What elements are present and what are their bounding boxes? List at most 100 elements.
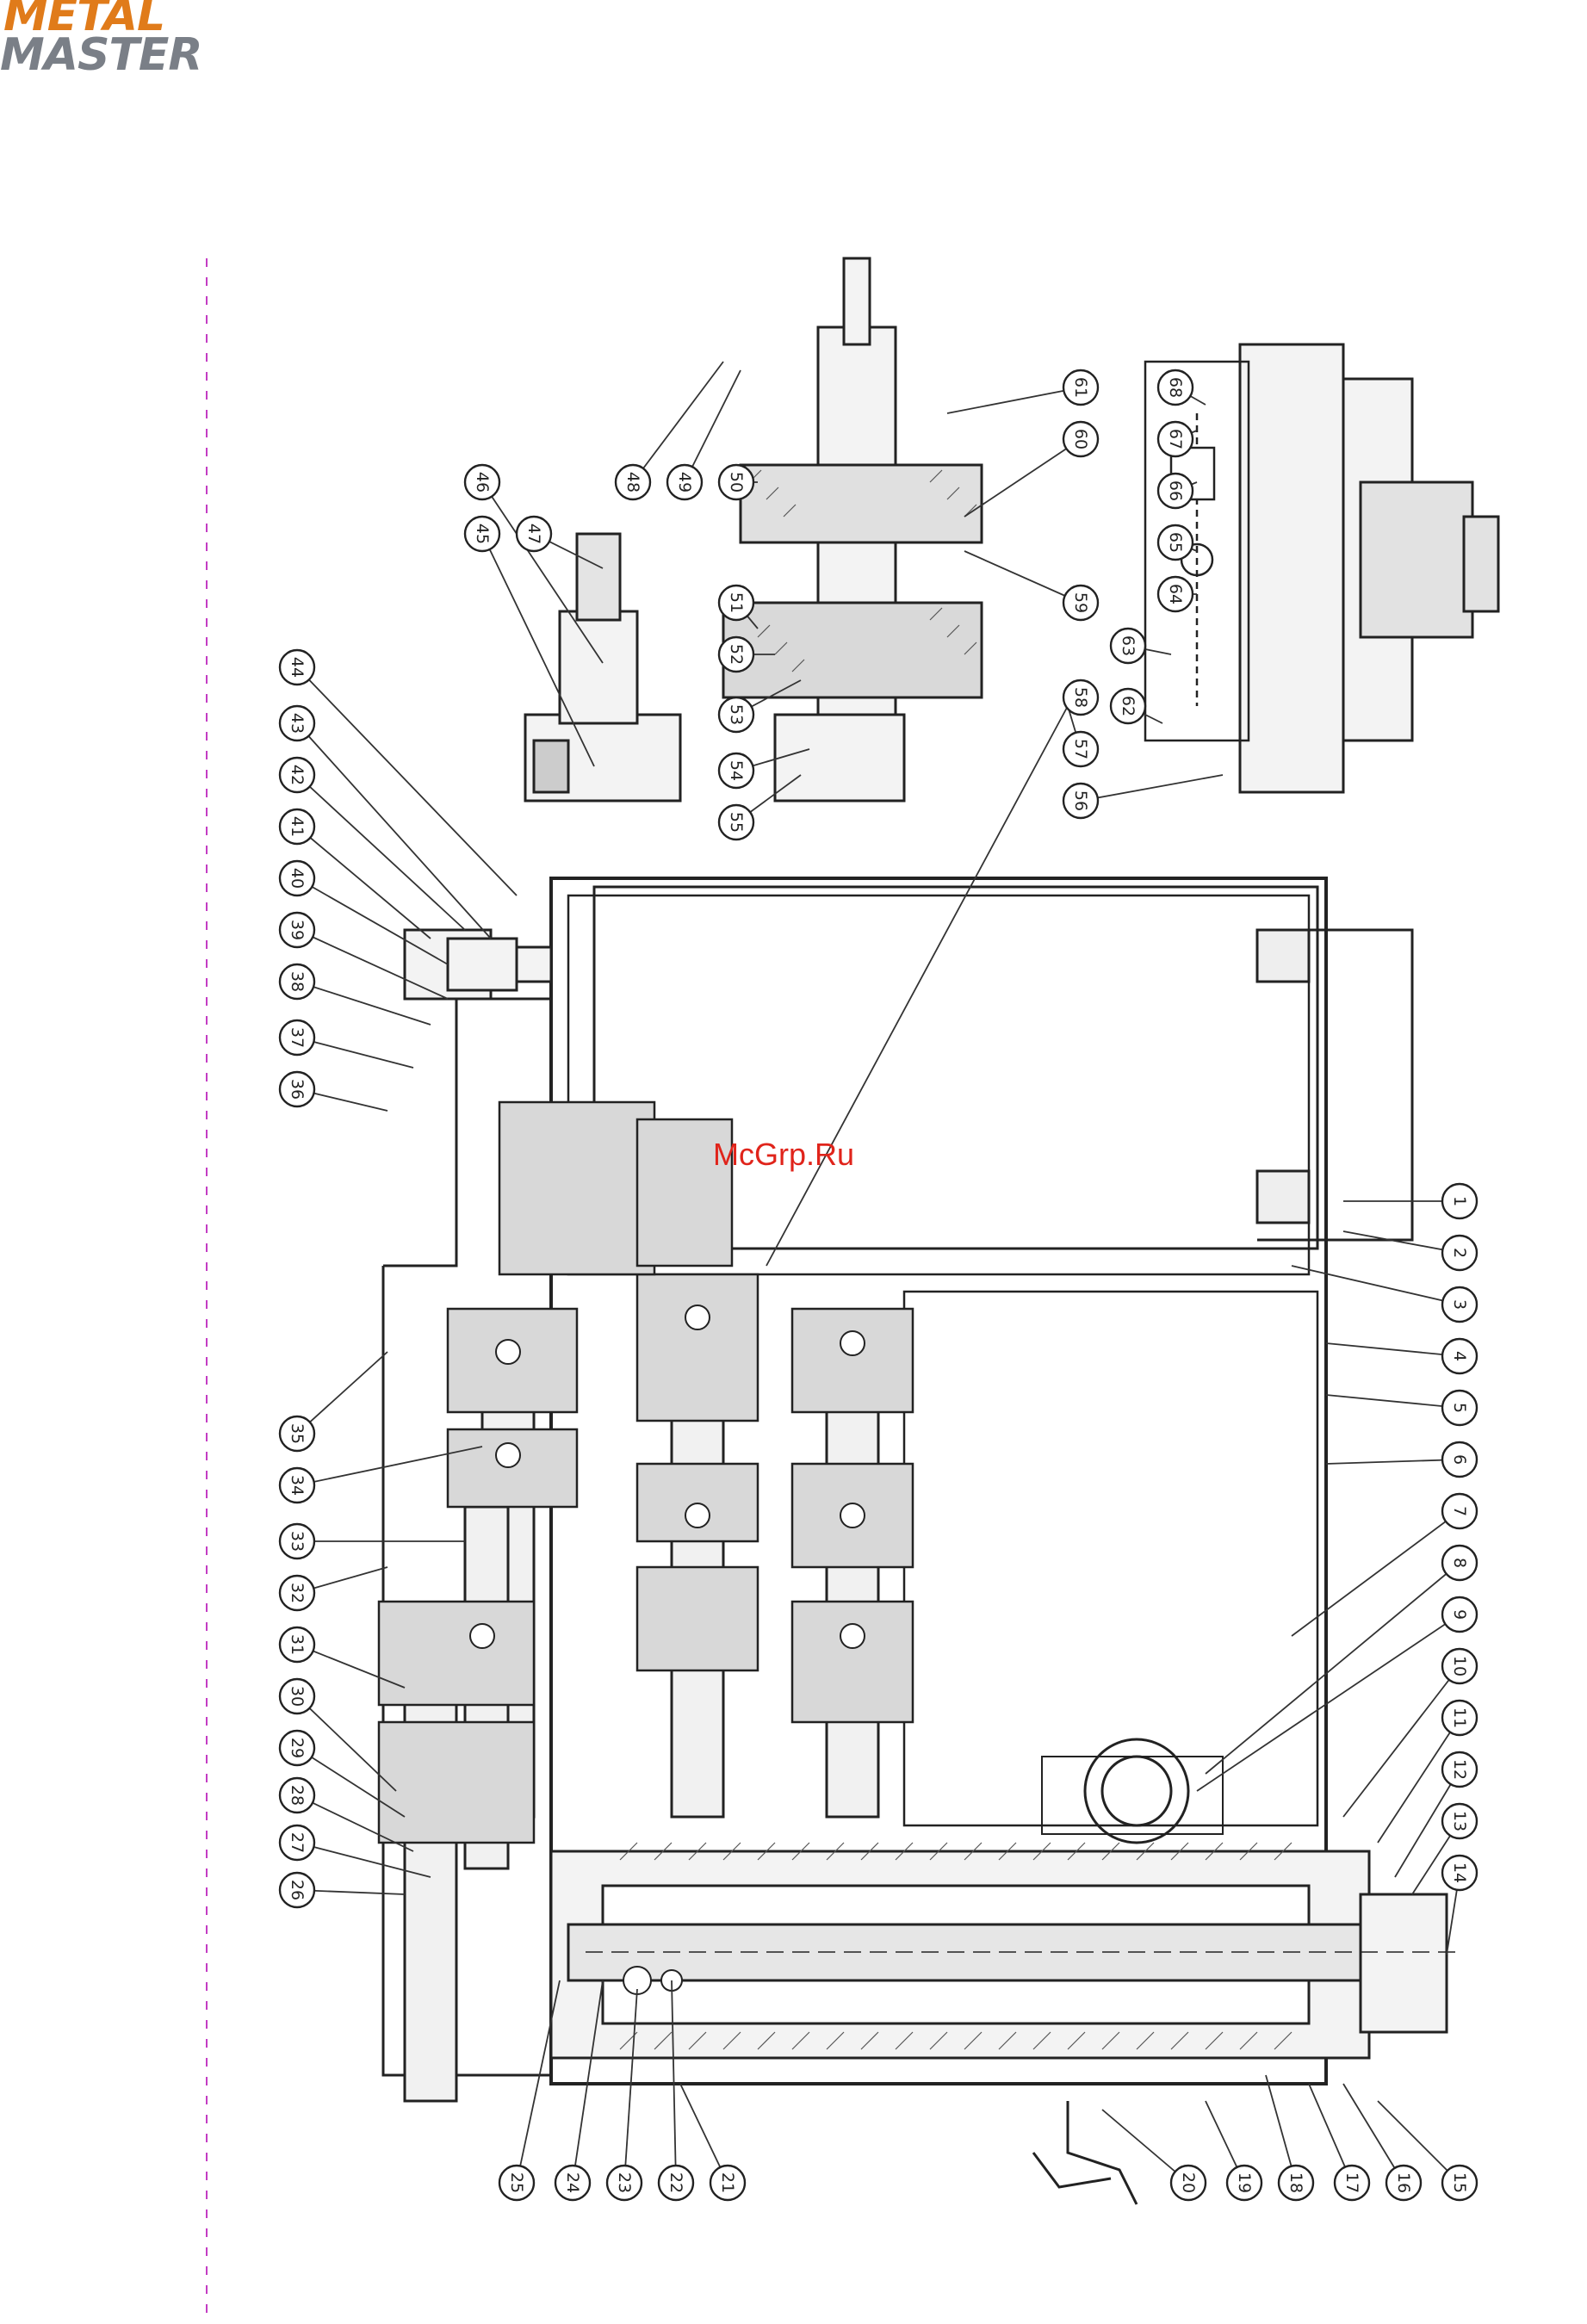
- part-callout-44: 44: [280, 650, 314, 685]
- part-callout-42: 42: [280, 758, 314, 792]
- leader-line-35: [297, 1352, 387, 1434]
- part-callout-40: 40: [280, 861, 314, 896]
- part-callout-6: 6: [1442, 1442, 1477, 1477]
- part-callout-1: 1: [1442, 1184, 1477, 1218]
- part-callout-47: 47: [517, 517, 551, 551]
- part-number: 31: [288, 1634, 307, 1655]
- part-number: 41: [288, 816, 307, 837]
- part-number: 29: [288, 1738, 307, 1758]
- part-callout-56: 56: [1063, 784, 1098, 818]
- part-callout-25: 25: [499, 2166, 534, 2200]
- part-number: 17: [1342, 2172, 1361, 2193]
- part-callout-34: 34: [280, 1468, 314, 1503]
- part-callout-2: 2: [1442, 1236, 1477, 1270]
- part-number: 50: [727, 472, 746, 493]
- leader-line-9: [1197, 1614, 1460, 1791]
- part-callout-31: 31: [280, 1627, 314, 1662]
- part-callout-43: 43: [280, 706, 314, 741]
- part-number: 45: [473, 524, 492, 544]
- part-number: 25: [507, 2172, 526, 2193]
- part-callout-3: 3: [1442, 1287, 1477, 1322]
- part-callout-5: 5: [1442, 1391, 1477, 1425]
- part-number: 3: [1450, 1299, 1469, 1310]
- part-callout-12: 12: [1442, 1752, 1477, 1787]
- leader-line-6: [1326, 1459, 1460, 1464]
- part-number: 56: [1071, 790, 1090, 811]
- part-number: 66: [1166, 480, 1185, 501]
- part-callout-29: 29: [280, 1731, 314, 1765]
- part-number: 8: [1450, 1558, 1469, 1568]
- part-number: 51: [727, 592, 746, 613]
- part-number: 6: [1450, 1454, 1469, 1465]
- part-callout-20: 20: [1171, 2166, 1206, 2200]
- leader-line-40: [297, 878, 448, 964]
- part-callout-15: 15: [1442, 2166, 1477, 2200]
- leader-line-61: [947, 387, 1081, 413]
- part-number: 19: [1235, 2172, 1254, 2193]
- part-number: 36: [288, 1079, 307, 1100]
- part-number: 11: [1450, 1707, 1469, 1728]
- part-number: 35: [288, 1423, 307, 1444]
- part-number: 48: [623, 472, 642, 493]
- part-number: 10: [1450, 1656, 1469, 1676]
- part-number: 54: [727, 760, 746, 781]
- part-callout-26: 26: [280, 1873, 314, 1907]
- part-number: 18: [1286, 2172, 1305, 2193]
- part-callout-14: 14: [1442, 1856, 1477, 1890]
- part-number: 2: [1450, 1248, 1469, 1258]
- part-callout-24: 24: [555, 2166, 590, 2200]
- part-number: 63: [1119, 635, 1138, 656]
- part-number: 7: [1450, 1506, 1469, 1516]
- part-callout-36: 36: [280, 1072, 314, 1106]
- part-callout-57: 57: [1063, 732, 1098, 766]
- leader-line-48: [633, 362, 723, 482]
- main-spindle: [551, 1851, 1455, 2058]
- part-number: 59: [1071, 592, 1090, 613]
- part-callout-68: 68: [1158, 370, 1193, 405]
- part-callout-60: 60: [1063, 422, 1098, 456]
- part-number: 1: [1450, 1196, 1469, 1206]
- part-number: 13: [1450, 1811, 1469, 1831]
- part-number: 22: [666, 2172, 685, 2193]
- leader-line-44: [297, 667, 517, 896]
- part-number: 38: [288, 971, 307, 992]
- part-callout-7: 7: [1442, 1494, 1477, 1528]
- part-number: 20: [1179, 2172, 1198, 2193]
- part-callout-49: 49: [667, 465, 702, 499]
- part-callout-33: 33: [280, 1524, 314, 1559]
- shifter-assembly: [525, 534, 680, 801]
- part-callout-21: 21: [710, 2166, 745, 2200]
- part-callout-62: 62: [1111, 689, 1145, 723]
- part-number: 43: [288, 713, 307, 734]
- part-number: 5: [1450, 1403, 1469, 1413]
- part-number: 27: [288, 1832, 307, 1853]
- part-callout-30: 30: [280, 1679, 314, 1714]
- drive-shaft-assembly: [723, 258, 982, 801]
- part-callout-51: 51: [719, 586, 753, 620]
- part-callout-4: 4: [1442, 1339, 1477, 1373]
- part-number: 21: [718, 2172, 737, 2193]
- part-callout-61: 61: [1063, 370, 1098, 405]
- part-number: 49: [675, 472, 694, 493]
- part-number: 12: [1450, 1759, 1469, 1780]
- part-number: 34: [288, 1475, 307, 1496]
- part-number: 68: [1166, 377, 1185, 398]
- part-callout-9: 9: [1442, 1597, 1477, 1632]
- part-number: 46: [473, 472, 492, 493]
- leader-line-5: [1326, 1395, 1460, 1408]
- part-number: 32: [288, 1583, 307, 1603]
- part-number: 47: [524, 524, 543, 544]
- part-number: 14: [1450, 1862, 1469, 1883]
- part-number: 58: [1071, 687, 1090, 708]
- part-number: 37: [288, 1027, 307, 1048]
- part-number: 44: [288, 657, 307, 678]
- part-callout-39: 39: [280, 913, 314, 947]
- part-callout-38: 38: [280, 964, 314, 999]
- leader-line-10: [1343, 1666, 1460, 1817]
- part-callout-59: 59: [1063, 586, 1098, 620]
- part-callout-11: 11: [1442, 1701, 1477, 1735]
- part-number: 55: [727, 812, 746, 833]
- part-callout-45: 45: [465, 517, 499, 551]
- part-callout-67: 67: [1158, 422, 1193, 456]
- part-number: 40: [288, 868, 307, 889]
